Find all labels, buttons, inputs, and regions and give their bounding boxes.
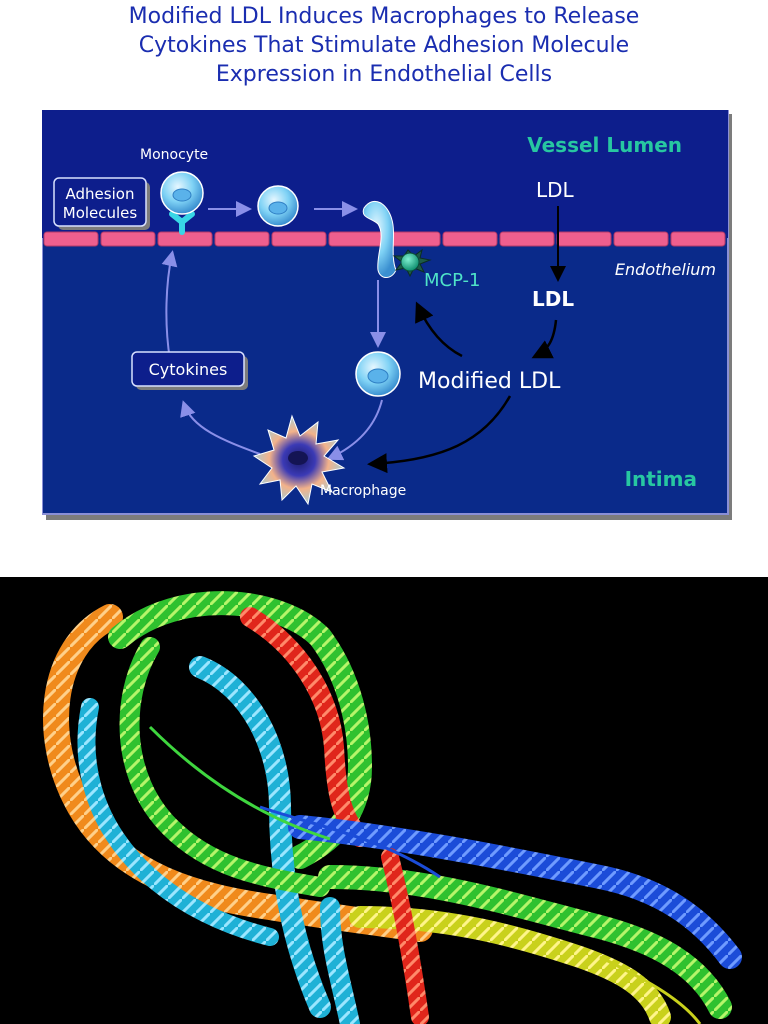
cytokines-box: Cytokines [131, 351, 248, 390]
endothelial-cell [328, 231, 384, 247]
endothelial-cell [556, 231, 612, 247]
protein-ribbon-image [0, 577, 768, 1024]
endothelial-cell [157, 231, 213, 247]
monocyte-cell-icon [160, 171, 204, 215]
endothelial-cell [613, 231, 669, 247]
adhesion-label-line1: Adhesion [66, 185, 135, 203]
page-title: Modified LDL Induces Macrophages to Rele… [128, 4, 640, 87]
endothelial-cell [43, 231, 99, 247]
endothelial-cell [271, 231, 327, 247]
endothelial-cell [385, 231, 441, 247]
ldl-lumen-label: LDL [536, 178, 575, 202]
adhesion-molecule-icon [169, 211, 195, 235]
intima-label: Intima [625, 467, 697, 491]
mcp1-label: MCP-1 [424, 270, 481, 291]
endothelial-cell [442, 231, 498, 247]
adhesion-molecules-box: Adhesion Molecules [53, 177, 150, 230]
mcp1-molecule-icon [392, 248, 432, 278]
modified-ldl-label: Modified LDL [418, 369, 561, 394]
endothelium-label: Endothelium [615, 260, 716, 279]
macrophage-label: Macrophage [320, 483, 406, 499]
monocyte-cell-icon [257, 185, 299, 227]
cytokines-label: Cytokines [149, 360, 228, 379]
adhesion-label-line2: Molecules [63, 204, 138, 222]
endothelial-cell [214, 231, 270, 247]
migrating-monocyte-icon [362, 200, 397, 278]
atherosclerosis-diagram: Vessel Lumen Intima Endothelium Monocyte… [42, 110, 732, 520]
monocyte-label: Monocyte [140, 147, 208, 163]
endothelial-cell [670, 231, 726, 247]
ldl-intima-label: LDL [532, 287, 574, 311]
endothelial-cell [100, 231, 156, 247]
endothelium-layer [43, 231, 726, 247]
macrophage-icon [252, 414, 346, 506]
monocyte-cell-icon [355, 351, 401, 397]
vessel-lumen-label: Vessel Lumen [527, 133, 682, 157]
endothelial-cell [499, 231, 555, 247]
